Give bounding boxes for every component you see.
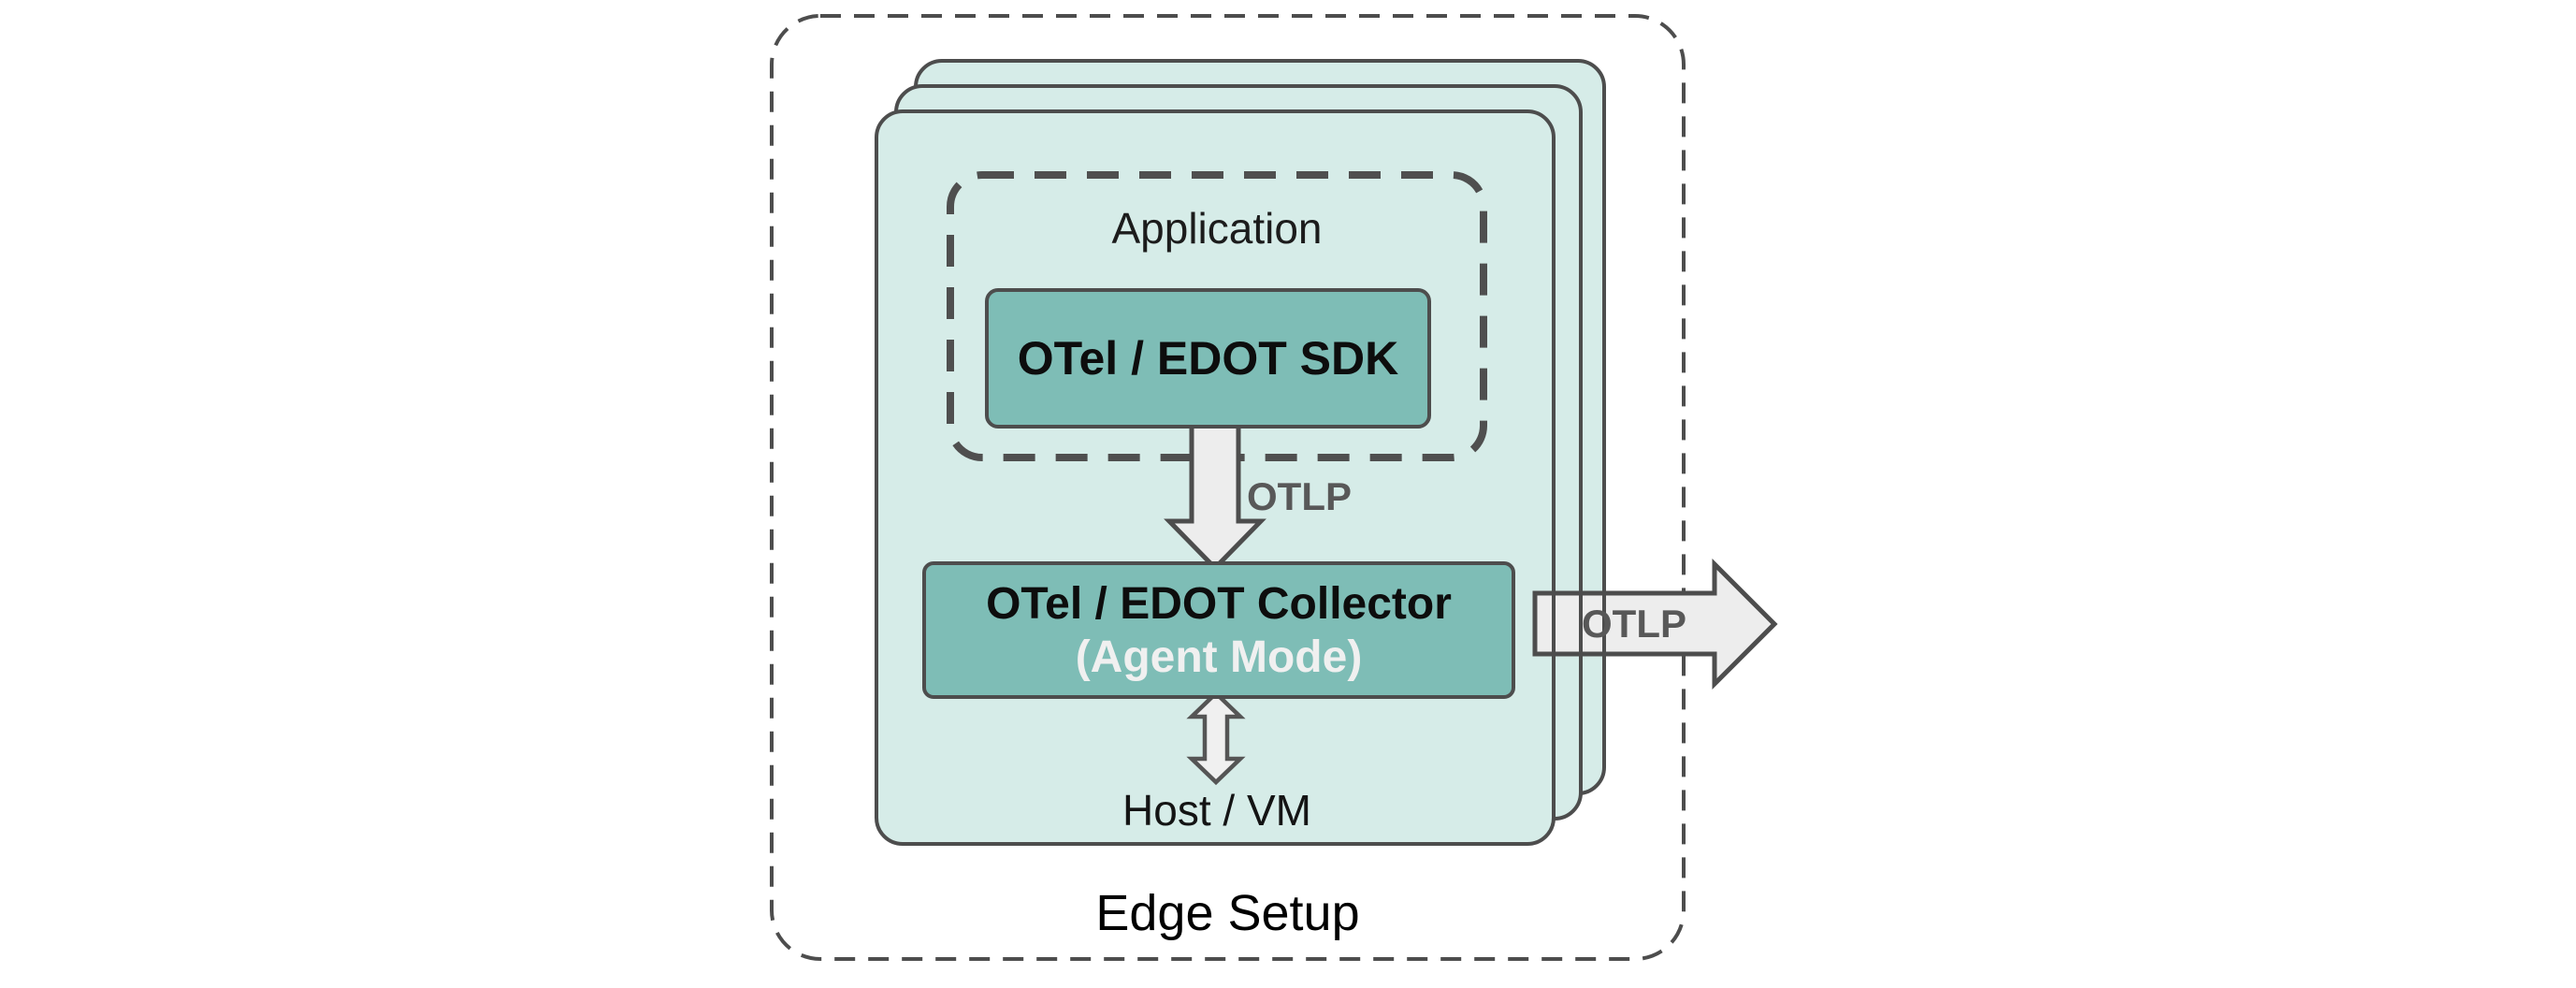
otlp-right-arrow xyxy=(1532,558,1778,690)
application-group-label: Application xyxy=(1111,204,1323,253)
card-edge-overlay xyxy=(1552,591,1606,656)
sdk-node: OTel / EDOT SDK xyxy=(985,288,1431,429)
collector-host-arrow xyxy=(1186,690,1246,786)
otlp-right-label: OTLP xyxy=(1582,602,1686,646)
edge-setup-label: Edge Setup xyxy=(1095,885,1360,941)
otlp-down-arrow xyxy=(1164,420,1266,572)
edge-setup-boundary xyxy=(770,14,1686,961)
otlp-down-label: OTLP xyxy=(1247,474,1352,518)
collector-node-title: OTel / EDOT Collector xyxy=(986,578,1452,629)
collector-node-subtitle: (Agent Mode) xyxy=(1075,632,1363,682)
sdk-node-label: OTel / EDOT SDK xyxy=(1017,332,1399,385)
host-vm-label: Host / VM xyxy=(1122,786,1311,835)
collector-node: OTel / EDOT Collector (Agent Mode) xyxy=(922,561,1515,699)
